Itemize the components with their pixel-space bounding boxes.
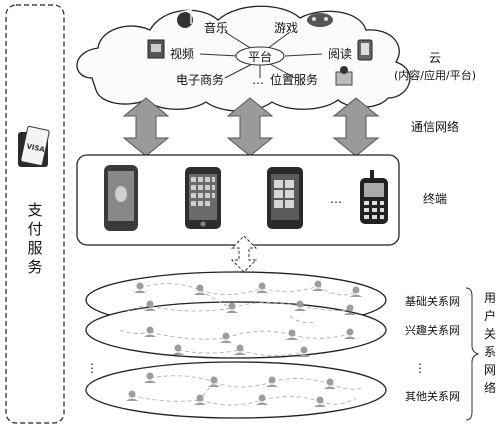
- user-node-icon: [344, 304, 356, 315]
- user-node-icon: [194, 284, 206, 295]
- user-node-icon: [324, 378, 336, 389]
- user-node-icon: [126, 390, 138, 401]
- android-phone-icon: [104, 165, 138, 231]
- user-node-icon: [266, 376, 278, 387]
- service-music: 音乐: [204, 20, 228, 35]
- payment-label-char: 务: [27, 258, 42, 276]
- relation-layer: [85, 301, 387, 359]
- windows-phone-icon: [267, 167, 303, 229]
- platform-hub: [235, 46, 285, 66]
- feature-phone-icon: [360, 170, 388, 224]
- platform-label: 平台: [248, 49, 272, 64]
- svg-text:VISA: VISA: [26, 142, 46, 154]
- service-reading: 阅读: [328, 47, 352, 61]
- game-controller-icon: [307, 13, 333, 27]
- group-brace: [465, 287, 480, 421]
- user-node-icon: [172, 344, 184, 355]
- group-label-char: 户: [484, 308, 496, 323]
- payment-label-char: 服: [27, 239, 42, 257]
- cloud-label-sub: (内容/应用/平台): [394, 68, 476, 82]
- user-node-icon: [220, 332, 232, 343]
- user-node-icon: [234, 344, 246, 355]
- user-node-icon: [194, 394, 206, 405]
- video-icon: [147, 39, 165, 59]
- user-node-icon: [286, 329, 298, 340]
- terminal-ellipsis: …: [330, 192, 342, 206]
- layer-label: 基础关系网: [405, 294, 460, 308]
- user-node-icon: [350, 286, 362, 297]
- payment-service-box: [5, 4, 65, 424]
- user-node-icon: [144, 300, 156, 311]
- terminal-label: 终端: [423, 191, 447, 206]
- user-node-icon: [256, 282, 268, 293]
- layer-label: 兴趣关系网: [405, 323, 460, 337]
- network-nodes: [126, 280, 362, 407]
- group-label-char: 系: [484, 345, 496, 359]
- group-label-char: 网: [484, 363, 496, 377]
- user-node-icon: [144, 372, 156, 383]
- user-node-icon: [298, 346, 310, 357]
- music-icon: [177, 9, 193, 28]
- dashed-double-arrow: [230, 235, 258, 273]
- relation-layer: [85, 361, 387, 419]
- user-node-icon: [294, 300, 306, 311]
- cloud-label: 云: [429, 51, 441, 65]
- payment-label-char: 付: [27, 220, 42, 238]
- user-node-icon: [134, 282, 146, 293]
- group-label-char: 用: [484, 291, 496, 305]
- service-ecommerce: 电子商务: [176, 72, 224, 87]
- user-node-icon: [314, 396, 326, 407]
- payment-label-char: 支: [27, 201, 42, 219]
- layer-label: 其他关系网: [405, 389, 460, 403]
- service-ellipsis: …: [252, 73, 264, 87]
- network-label: 通信网络: [411, 119, 459, 134]
- network-edges: [119, 283, 363, 406]
- user-node-icon: [256, 394, 268, 405]
- layer-dots-left: ⋮: [86, 361, 98, 375]
- layer-dots-right: ⋮: [414, 361, 426, 375]
- user-node-icon: [312, 280, 324, 291]
- map-pin-icon: [335, 66, 353, 86]
- service-games: 游戏: [274, 21, 298, 35]
- user-node-icon: [344, 328, 356, 339]
- user-node-icon: [208, 376, 220, 387]
- group-label-char: 络: [484, 380, 496, 395]
- user-node-icon: [144, 326, 156, 337]
- service-video: 视频: [170, 46, 194, 61]
- user-node-icon: [226, 302, 238, 313]
- iphone-icon: [185, 167, 221, 229]
- ebook-reader-icon: [357, 39, 373, 61]
- visa-card-icon: VISA: [18, 125, 50, 167]
- service-location: 位置服务: [270, 72, 318, 87]
- group-label-char: 关: [484, 327, 496, 341]
